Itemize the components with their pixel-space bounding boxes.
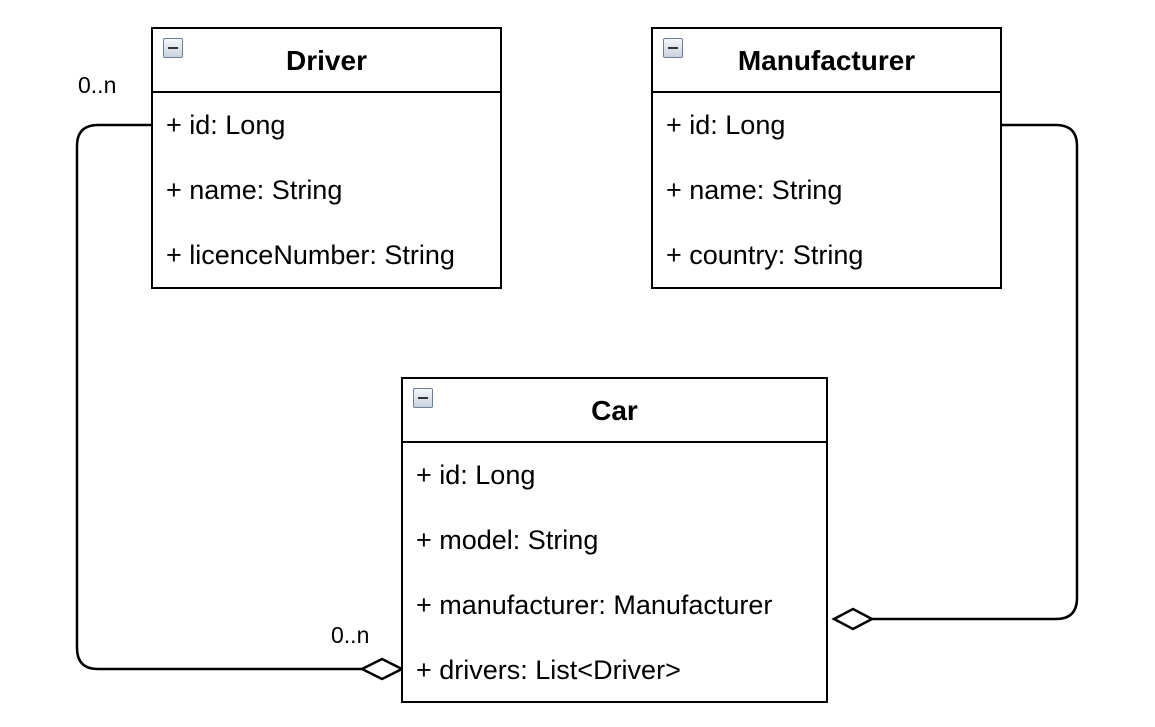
attribute-row[interactable]: + name: String [666,175,843,205]
class-name: Manufacturer [737,45,916,76]
attribute-row[interactable]: + id: Long [416,460,536,490]
class-name: Driver [286,45,367,76]
attribute-row[interactable]: + drivers: List<Driver> [416,655,681,685]
manufacturer-class-header: Manufacturer [653,29,1000,93]
manufacturer-car-association-line [872,123,1079,621]
manufacturer-class[interactable]: Manufacturer + id: Long + name: String +… [651,27,1002,289]
attribute-row[interactable]: + id: Long [666,110,786,140]
car-class[interactable]: Car + id: Long + model: String + manufac… [401,377,828,703]
attribute-row[interactable]: + name: String [166,175,343,205]
attribute-row[interactable]: + country: String [666,240,864,270]
driver-car-aggregation-diamond [359,657,405,681]
attribute-row[interactable]: + licenceNumber: String [166,240,455,270]
attribute-row[interactable]: + id: Long [166,110,286,140]
driver-car-association-line [75,123,362,671]
attribute-row[interactable]: + manufacturer: Manufacturer [416,590,773,620]
driver-class-header: Driver [153,29,500,93]
car-end-multiplicity: 0..n [331,622,370,648]
manufacturer-car-aggregation-diamond [831,607,875,631]
collapse-icon[interactable] [663,38,683,58]
driver-end-multiplicity: 0..n [78,72,117,98]
driver-class[interactable]: Driver + id: Long + name: String + licen… [151,27,502,289]
class-name: Car [591,395,638,426]
attribute-row[interactable]: + model: String [416,525,599,555]
collapse-icon[interactable] [163,38,183,58]
car-class-header: Car [403,379,826,443]
collapse-icon[interactable] [413,388,433,408]
